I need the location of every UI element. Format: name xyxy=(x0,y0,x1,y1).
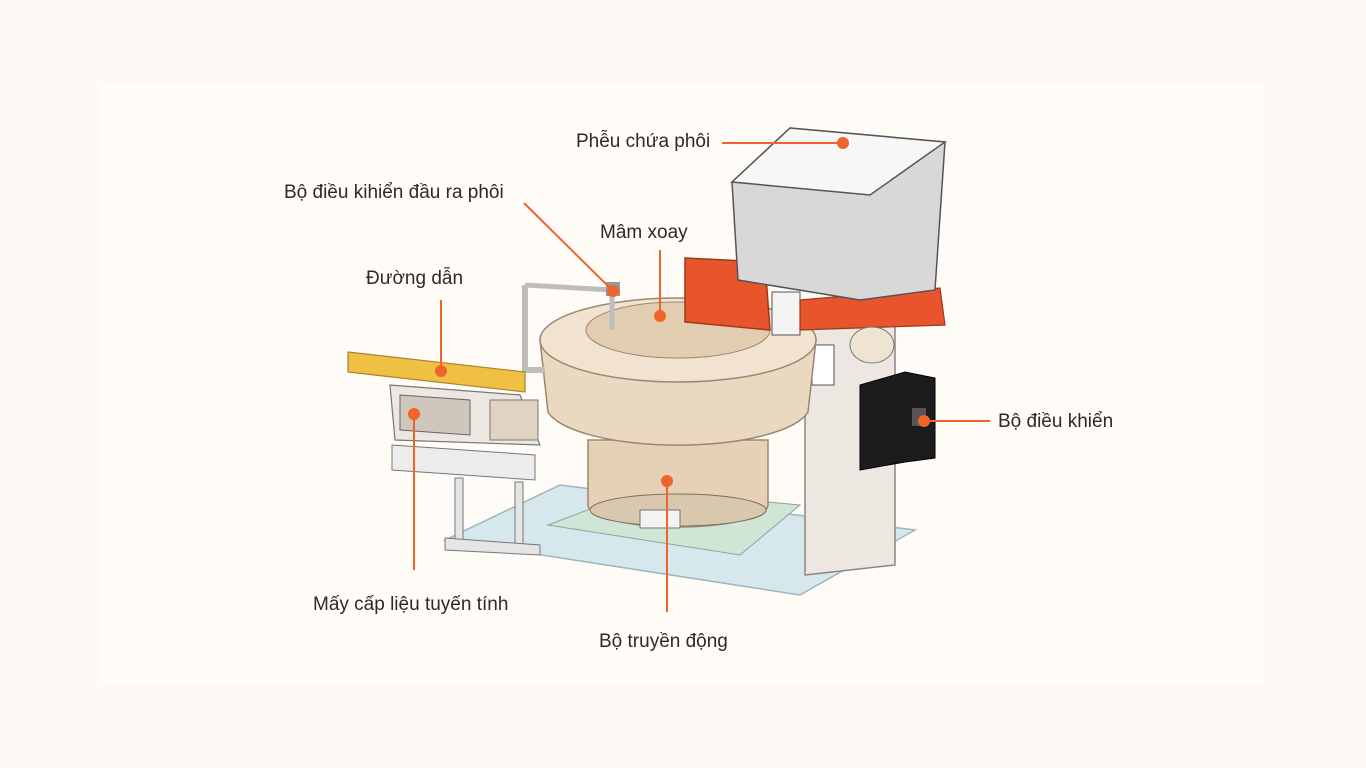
linear-feeder-base xyxy=(391,444,536,481)
marker-linear-feeder xyxy=(408,408,420,420)
hopper-opening xyxy=(730,127,948,196)
linear-feeder-motor xyxy=(489,399,539,441)
drive-bracket xyxy=(639,509,681,529)
motor-cylinder xyxy=(849,326,895,364)
label-outlet-controller: Bộ điều kihiển đầu ra phôi xyxy=(284,182,504,203)
label-guide-rail: Đường dẫn xyxy=(366,268,464,289)
marker-drive-unit xyxy=(661,475,673,487)
label-linear-feeder: Mấy cấp liệu tuyến tính xyxy=(313,594,509,615)
marker-rotary-disc xyxy=(654,310,666,322)
label-drive-unit: Bộ truyền động xyxy=(599,631,728,652)
label-controller: Bộ điều khiển xyxy=(998,411,1114,432)
controller-box xyxy=(859,371,936,471)
marker-controller xyxy=(918,415,930,427)
marker-hopper xyxy=(837,137,849,149)
marker-outlet-controller xyxy=(607,285,619,297)
marker-guide-rail xyxy=(435,365,447,377)
bracket-plate xyxy=(771,291,801,336)
feeder-leg-left xyxy=(454,477,464,541)
feeder-leg-right xyxy=(514,481,524,545)
leader-outlet-controller xyxy=(523,202,614,292)
linear-feeder-plate xyxy=(399,394,471,436)
label-rotary-disc: Mâm xoay xyxy=(600,222,688,243)
label-hopper: Phễu chứa phôi xyxy=(576,131,711,152)
outlet-arm xyxy=(522,285,545,373)
feeder-foot xyxy=(444,537,541,556)
